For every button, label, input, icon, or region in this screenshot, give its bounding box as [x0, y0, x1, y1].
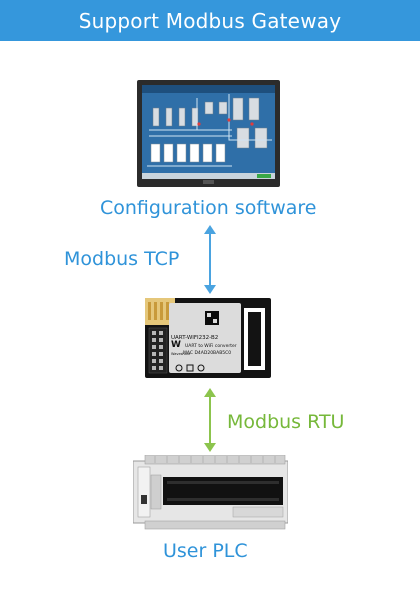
wifi-module-icon: UART-WIFI232-B2 UART to WiFi converter M…: [145, 298, 271, 378]
plc-device-icon: [133, 455, 288, 530]
scada-monitor-icon: [137, 80, 280, 187]
software-label: Configuration software: [100, 197, 317, 219]
module-text-line2: UART to WiFi converter: [185, 343, 237, 349]
bidirectional-arrow-icon: [204, 225, 216, 294]
module-text-line3: MAC D4AD20BAB5C0: [183, 350, 231, 356]
bidirectional-arrow-icon: [204, 388, 216, 452]
page-title: Support Modbus Gateway: [78, 8, 342, 33]
svg-text:W: W: [171, 340, 181, 350]
header-bar: Support Modbus Gateway: [0, 0, 420, 41]
module-brand: Waveshare: [171, 352, 190, 356]
plc-label: User PLC: [163, 540, 248, 562]
modbus-tcp-label: Modbus TCP: [64, 248, 180, 270]
module-text-line1: UART-WIFI232-B2: [171, 335, 218, 341]
modbus-rtu-label: Modbus RTU: [227, 411, 345, 433]
